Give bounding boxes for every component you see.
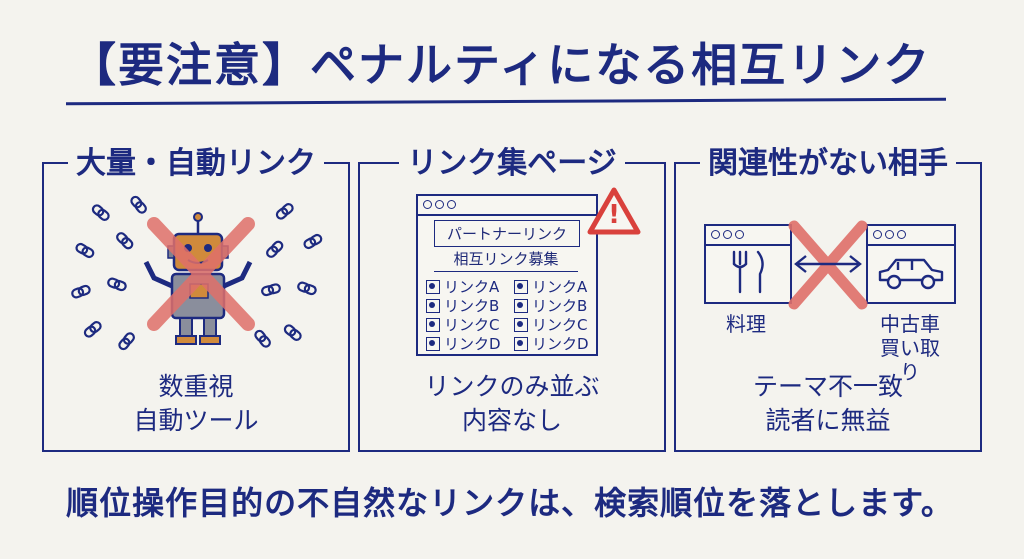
caption-line-1: 数重視: [158, 372, 234, 401]
used-car-site-window: [866, 224, 956, 304]
window-dot-icon: [735, 230, 744, 239]
list-item: リンクC: [514, 314, 587, 335]
panel-caption: リンクのみ並ぶ 内容なし: [360, 370, 664, 438]
browser-window: パートナーリンク 相互リンク募集 リンクA リンクB リンクC リンクD リンク…: [416, 194, 598, 356]
window-dot-icon: [873, 230, 882, 239]
caption-line-1: テーマ不一致: [752, 372, 903, 401]
list-item: リンクB: [514, 295, 587, 316]
caption-line-1: リンクのみ並ぶ: [424, 372, 600, 401]
list-item: リンクB: [426, 295, 499, 316]
avatar-icon: [514, 317, 528, 332]
page-title: 【要注意】ペナルティになる相互リンク: [70, 38, 932, 92]
panel-bulk-auto-links: 大量・自動リンク: [42, 146, 350, 452]
double-arrow-icon: [794, 255, 862, 273]
avatar-icon: [426, 279, 440, 294]
panel-heading: 大量・自動リンク: [68, 146, 324, 181]
fork-knife-icon: [732, 250, 764, 294]
list-item: リンクA: [426, 276, 499, 297]
mismatch-cross-icon: [788, 220, 868, 310]
partner-link-label: パートナーリンク: [434, 220, 580, 247]
panel-link-collection-page: リンク集ページ パートナーリンク 相互リンク募集 リンクA リンクB リンクC …: [358, 146, 666, 452]
avatar-icon: [514, 298, 528, 313]
caption-line-2: 内容なし: [461, 406, 562, 435]
avatar-icon: [514, 336, 528, 351]
window-dot-icon: [435, 200, 444, 209]
caption-line-2: 読者に無益: [765, 406, 891, 435]
caption-line-2: 自動ツール: [133, 406, 259, 435]
used-car-label: 中古車 買い取り: [880, 312, 940, 384]
warning-icon: [587, 187, 641, 235]
panel-heading: リンク集ページ: [399, 146, 625, 181]
avatar-icon: [426, 317, 440, 332]
robot-chain-illustration: [71, 195, 323, 351]
panel-unrelated-partner: 関連性がない相手: [674, 146, 982, 452]
list-item: リンクA: [514, 276, 587, 297]
avatar-icon: [426, 336, 440, 351]
mutual-link-label: 相互リンク募集: [434, 246, 578, 272]
window-dot-icon: [897, 230, 906, 239]
panel-caption: テーマ不一致 読者に無益: [676, 370, 980, 438]
warning-glyph: !: [608, 200, 620, 230]
list-item: リンクD: [426, 333, 501, 354]
avatar-icon: [514, 279, 528, 294]
chain-link-icons: [71, 195, 323, 351]
window-dot-icon: [711, 230, 720, 239]
avatar-icon: [426, 298, 440, 313]
panel-heading: 関連性がない相手: [700, 146, 956, 181]
window-dot-icon: [723, 230, 732, 239]
panel-caption: 数重視 自動ツール: [44, 370, 348, 438]
window-dot-icon: [423, 200, 432, 209]
car-icon: [878, 258, 944, 290]
cooking-site-window: [704, 224, 792, 304]
cooking-label: 料理: [726, 312, 766, 336]
red-cross-mark: [147, 217, 255, 331]
list-item: リンクD: [514, 333, 589, 354]
list-item: リンクC: [426, 314, 499, 335]
window-dot-icon: [447, 200, 456, 209]
footer-message: 順位操作目的の不自然なリンクは、検索順位を落とします。: [66, 484, 954, 522]
window-title-bar: [418, 196, 596, 216]
window-dot-icon: [885, 230, 894, 239]
